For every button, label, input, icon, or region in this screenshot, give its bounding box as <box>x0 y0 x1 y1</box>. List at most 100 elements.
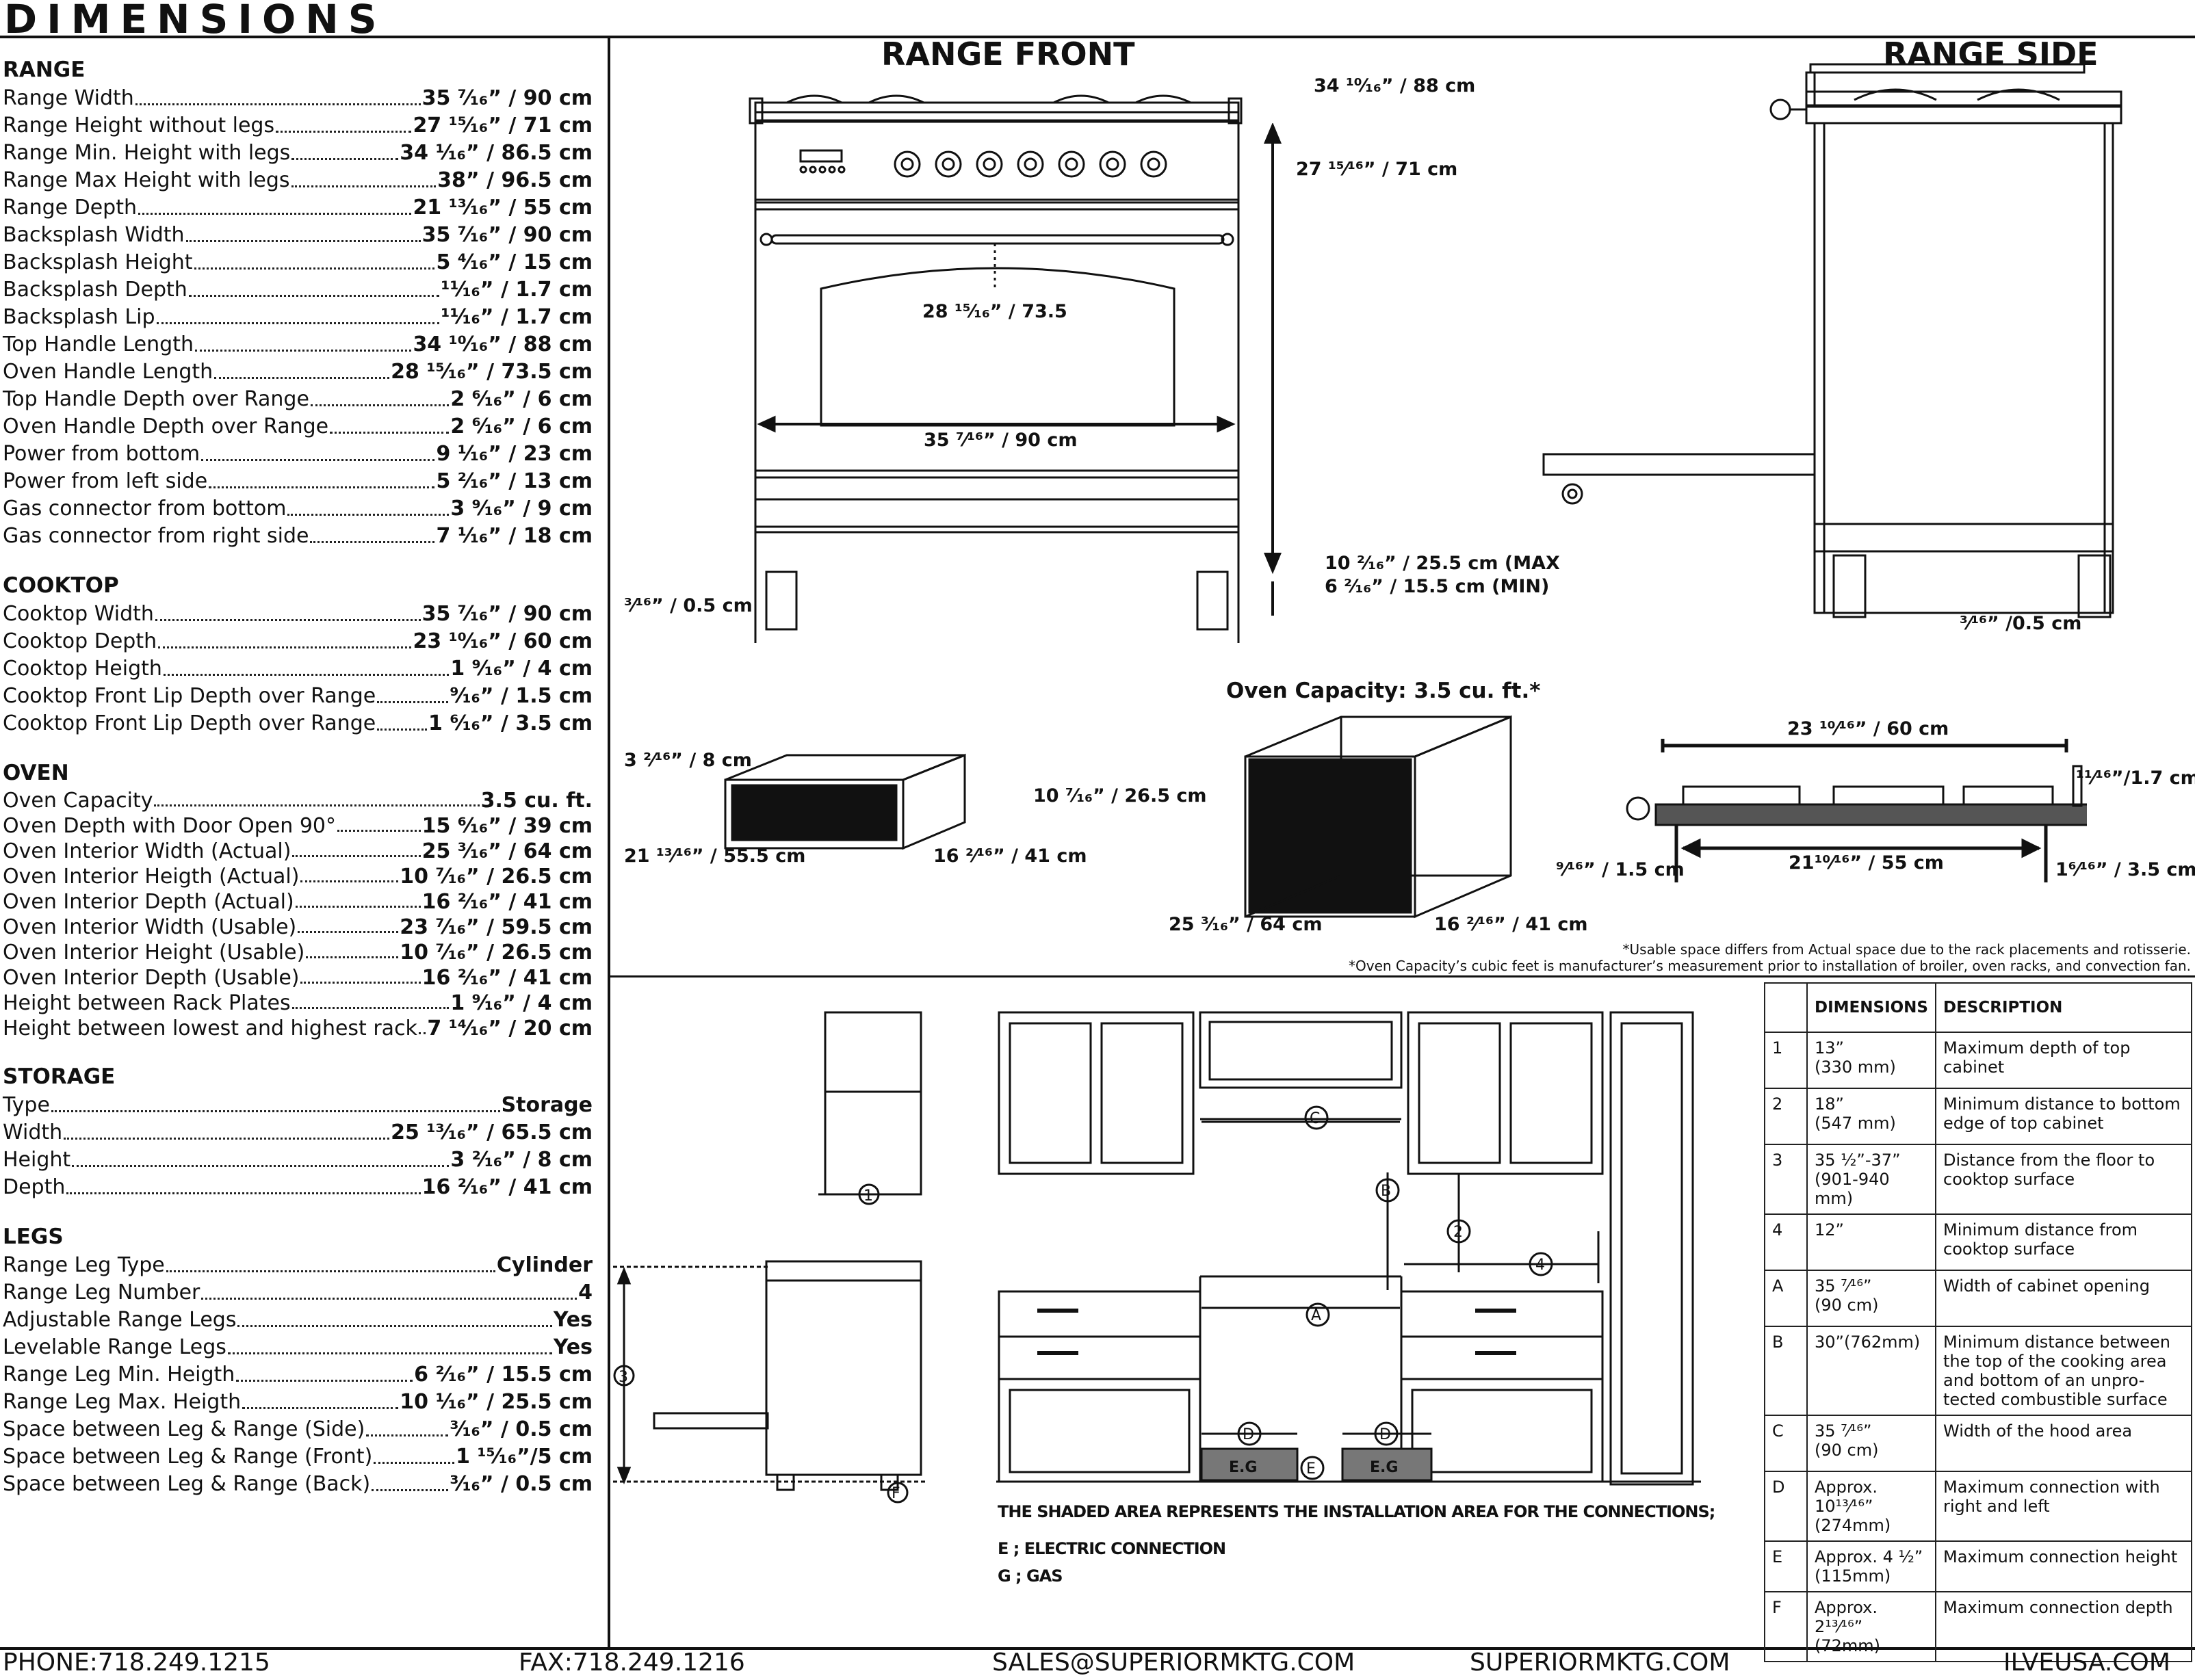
footer-site-ilve[interactable]: ILVEUSA.COM <box>2003 1649 2170 1677</box>
marker-a: A <box>1311 1307 1321 1324</box>
spec-row: Space between Leg & Range (Side)³⁄₁₆” / … <box>3 1416 593 1443</box>
spec-label: Space between Leg & Range (Back) <box>3 1472 371 1496</box>
spec-row: Oven Interior Width (Usable)23 ⁷⁄₁₆” / 5… <box>3 915 593 940</box>
spec-label: Oven Interior Width (Usable) <box>3 915 297 939</box>
front-height-dim: 27 ¹⁵⁄¹⁶” / 71 cm <box>1296 159 1458 180</box>
spec-value: 2 ⁶⁄₁₆” / 6 cm <box>450 387 593 411</box>
cooktop-body-depth-dim: 21¹⁰⁄¹⁶” / 55 cm <box>1789 852 1944 874</box>
cooktop-lip-left-dim: ⁹⁄¹⁶” / 1.5 cm <box>1556 859 1685 880</box>
spec-label: Height between Rack Plates <box>3 991 291 1015</box>
table-header-description: DESCRIPTION <box>1935 982 2192 1033</box>
installation-front-drawing: C B 2 4 A D D E E.G E.G <box>996 1011 1701 1486</box>
dot-leader <box>209 486 435 488</box>
marker-b: B <box>1381 1183 1391 1200</box>
dot-leader <box>372 1489 449 1491</box>
dot-leader <box>156 322 440 324</box>
footer-email[interactable]: SALES@SUPERIORMKTG.COM <box>992 1649 1355 1677</box>
marker-3: 3 <box>619 1369 628 1386</box>
footer-phone: PHONE:718.249.1215 <box>3 1649 270 1677</box>
dot-leader <box>276 131 412 133</box>
spec-value: ³⁄₁₆” / 0.5 cm <box>450 1472 593 1496</box>
spec-row: Depth 16 ²⁄₁₆” / 41 cm <box>3 1174 593 1201</box>
spec-label: Cooktop Heigth <box>3 657 162 681</box>
spec-label: Width <box>3 1120 63 1144</box>
spec-row: Oven Interior Depth (Actual)16 ²⁄₁₆” / 4… <box>3 889 593 915</box>
spec-value: ⁹⁄₁₆” / 1.5 cm <box>450 684 593 708</box>
dot-leader <box>163 674 450 676</box>
dot-leader <box>306 956 399 958</box>
dot-leader <box>188 295 440 297</box>
front-oven-handle-dim: 28 ¹⁵⁄₁₆” / 73.5 <box>922 301 1067 322</box>
spec-label: Height <box>3 1148 71 1172</box>
footer-fax: FAX:718.249.1216 <box>519 1649 745 1677</box>
spec-row: Oven Interior Height (Usable)10 ⁷⁄₁₆” / … <box>3 940 593 965</box>
spec-value: 3 ²⁄₁₆” / 8 cm <box>450 1148 593 1172</box>
spec-row: Oven Interior Heigth (Actual) 10 ⁷⁄₁₆” / … <box>3 864 593 889</box>
legend-gas: G ; GAS <box>998 1566 1063 1586</box>
legend-shaded-area: THE SHADED AREA REPRESENTS THE INSTALLAT… <box>998 1502 1715 1521</box>
spec-label: Depth <box>3 1175 66 1199</box>
spec-label: Cooktop Width <box>3 602 154 626</box>
spec-value: 1 ⁹⁄₁₆” / 4 cm <box>450 657 593 681</box>
spec-value: 25 ³⁄₁₆” / 64 cm <box>421 839 593 863</box>
spec-label: Backsplash Width <box>3 223 185 247</box>
spec-label: Oven Interior Height (Usable) <box>3 941 305 964</box>
dot-leader <box>291 1007 450 1009</box>
title-underline <box>0 36 2195 38</box>
spec-value: 10 ⁷⁄₁₆” / 26.5 cm <box>400 865 593 889</box>
section-heading: RANGE <box>3 57 86 82</box>
spec-value: 16 ²⁄₁₆” / 41 cm <box>421 1175 593 1199</box>
spec-label: Range Min. Height with legs <box>3 141 291 165</box>
spec-value: ¹¹⁄₁₆” / 1.7 cm <box>441 305 593 329</box>
spec-value: 34 ¹⁄₁₆” / 86.5 cm <box>400 141 593 165</box>
range-side-drawing <box>1542 63 2122 618</box>
oven-capacity-title: Oven Capacity: 3.5 cu. ft.* <box>1226 679 1541 703</box>
spec-value: Storage <box>501 1093 593 1117</box>
front-top-handle-dim: 34 ¹⁰⁄₁₆” / 88 cm <box>1314 75 1476 96</box>
spec-value: 1 ¹⁵⁄₁₆”/5 cm <box>456 1445 593 1469</box>
table-cell-description: Maximum connection depth <box>1935 1591 2192 1662</box>
dot-leader <box>337 830 421 832</box>
spec-label: Space between Leg & Range (Side) <box>3 1417 365 1441</box>
footer-site-superior[interactable]: SUPERIORMKTG.COM <box>1470 1649 1730 1677</box>
spec-value: 7 ¹⁴⁄₁₆” / 20 cm <box>427 1016 593 1040</box>
spec-value: 27 ¹⁵⁄₁₆” / 71 cm <box>413 114 593 137</box>
table-cell-dimension: Approx. 2¹³⁄¹⁶” (72mm) <box>1806 1591 1936 1662</box>
spec-label: Oven Interior Heigth (Actual) <box>3 865 300 889</box>
table-cell-dimension: 35 ½”-37” (901-940 mm) <box>1806 1144 1936 1215</box>
table-cell-description: Maximum connection height <box>1935 1540 2192 1592</box>
dot-leader <box>374 1462 455 1464</box>
spec-value: Yes <box>553 1308 593 1332</box>
legend-electric: E ; ELECTRIC CONNECTION <box>998 1539 1226 1558</box>
spec-value: 5 ⁴⁄₁₆” / 15 cm <box>436 250 593 274</box>
spec-value: 34 ¹⁰⁄₁₆” / 88 cm <box>413 332 593 356</box>
range-front-drawing <box>749 94 1243 643</box>
table-cell-description: Maximum connection with right and left <box>1935 1471 2192 1542</box>
spec-value: 25 ¹³⁄₁₆” / 65.5 cm <box>391 1120 593 1144</box>
spec-value: 16 ²⁄₁₆” / 41 cm <box>421 966 593 990</box>
dot-leader <box>291 158 399 160</box>
spec-label: Power from left side <box>3 469 208 493</box>
marker-e: E <box>1306 1460 1316 1478</box>
dot-leader <box>330 432 450 434</box>
spec-label: Range Depth <box>3 196 137 220</box>
spec-row: Oven Depth with Door Open 90°15 ⁶⁄₁₆” / … <box>3 813 593 839</box>
dot-leader <box>66 1192 421 1194</box>
spec-value: 21 ¹³⁄₁₆” / 55 cm <box>413 196 593 220</box>
table-cell-dimension: 13” (330 mm) <box>1806 1032 1936 1089</box>
